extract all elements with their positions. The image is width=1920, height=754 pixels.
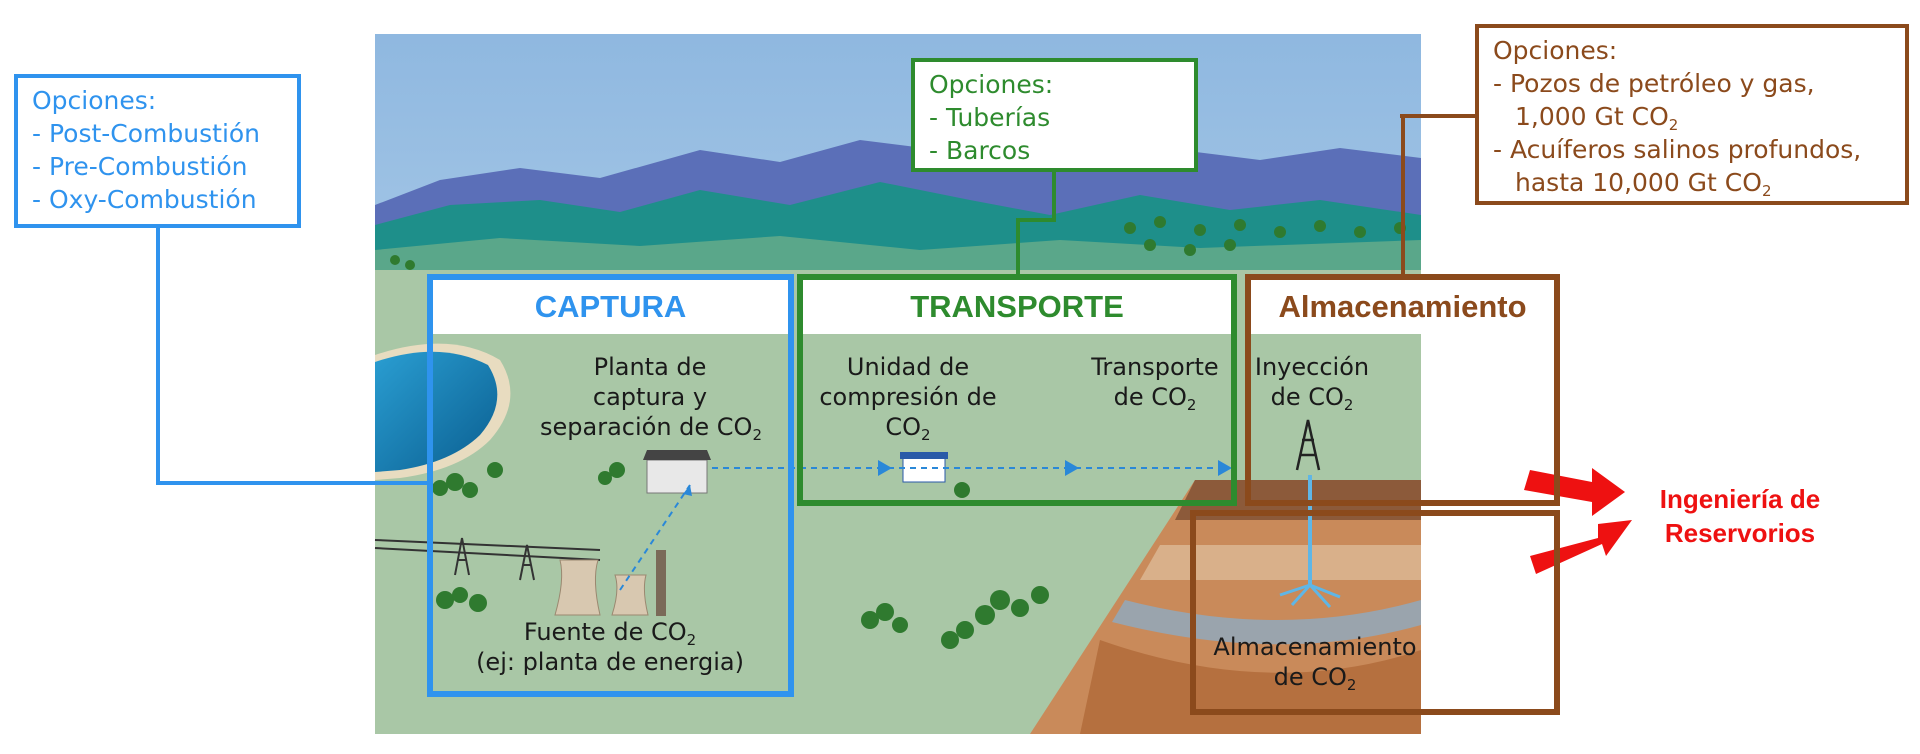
injection-derrick [1295, 419, 1321, 471]
capture-options-connector [156, 228, 430, 485]
transport-frame [797, 274, 1237, 506]
capture-frame [427, 274, 794, 697]
co2-source-label: Fuente de CO2 (ej: planta de energia) [476, 618, 744, 676]
injection-label: Inyección de CO2 [1254, 353, 1370, 414]
storage-options-heading: Opciones: [1493, 36, 1618, 65]
transport-title: TRANSPORTE [803, 280, 1231, 334]
co2-storage-label: Almacenamiento de CO2 [1213, 633, 1417, 694]
chimney [656, 550, 666, 616]
flow-arrow [1218, 460, 1232, 476]
storage-options-box: Opciones: - Pozos de petróleo y gas, 1,0… [1475, 24, 1909, 205]
storage-injection-frame [1245, 274, 1560, 506]
trees [390, 216, 1406, 649]
earth-layer-2 [1140, 545, 1421, 580]
transport-option: - Tuberías [929, 103, 1051, 132]
reservoir-layer [1112, 600, 1421, 645]
power-towers [454, 537, 535, 581]
storage-option: - Pozos de petróleo y gas, [1493, 69, 1815, 98]
transport-options-heading: Opciones: [929, 70, 1054, 99]
capture-option: - Oxy-Combustión [32, 185, 257, 214]
transport-co2-label: Transporte de CO2 [1091, 353, 1219, 414]
transport-options-connector [1016, 172, 1056, 274]
capture-options-heading: Opciones: [32, 86, 157, 115]
transport-option: - Barcos [929, 136, 1031, 165]
storage-option: - Acuíferos salinos profundos, [1493, 135, 1862, 164]
capture-plant-building [646, 459, 708, 494]
capture-title: CAPTURA [433, 280, 788, 334]
compression-unit-label: Unidad de compresión de CO2 [819, 353, 997, 444]
storage-option-capacity: hasta 10,000 Gt CO2 [1515, 168, 1772, 200]
storage-reservoir-frame [1190, 510, 1560, 715]
transport-options-box: Opciones: - Tuberías - Barcos [911, 58, 1198, 172]
capture-option: - Pre-Combustión [32, 152, 248, 181]
lake [375, 351, 498, 472]
cooling-tower [554, 559, 601, 616]
storage-option-capacity: 1,000 Gt CO2 [1515, 102, 1679, 134]
capture-option: - Post-Combustión [32, 119, 261, 148]
storage-title: Almacenamiento [1251, 280, 1554, 334]
co2-plume [1279, 583, 1341, 609]
capture-options-box: Opciones: - Post-Combustión - Pre-Combus… [14, 74, 301, 228]
power-line [374, 539, 601, 551]
reservoir-engineering-label: Ingeniería de Reservorios [1659, 484, 1821, 548]
flow-arrow [1065, 460, 1079, 476]
arrow-to-reservoir-engineering [1524, 468, 1625, 516]
flow-arrow [878, 460, 892, 476]
capture-plant-label: Planta de captura y separación de CO2 [540, 353, 762, 444]
